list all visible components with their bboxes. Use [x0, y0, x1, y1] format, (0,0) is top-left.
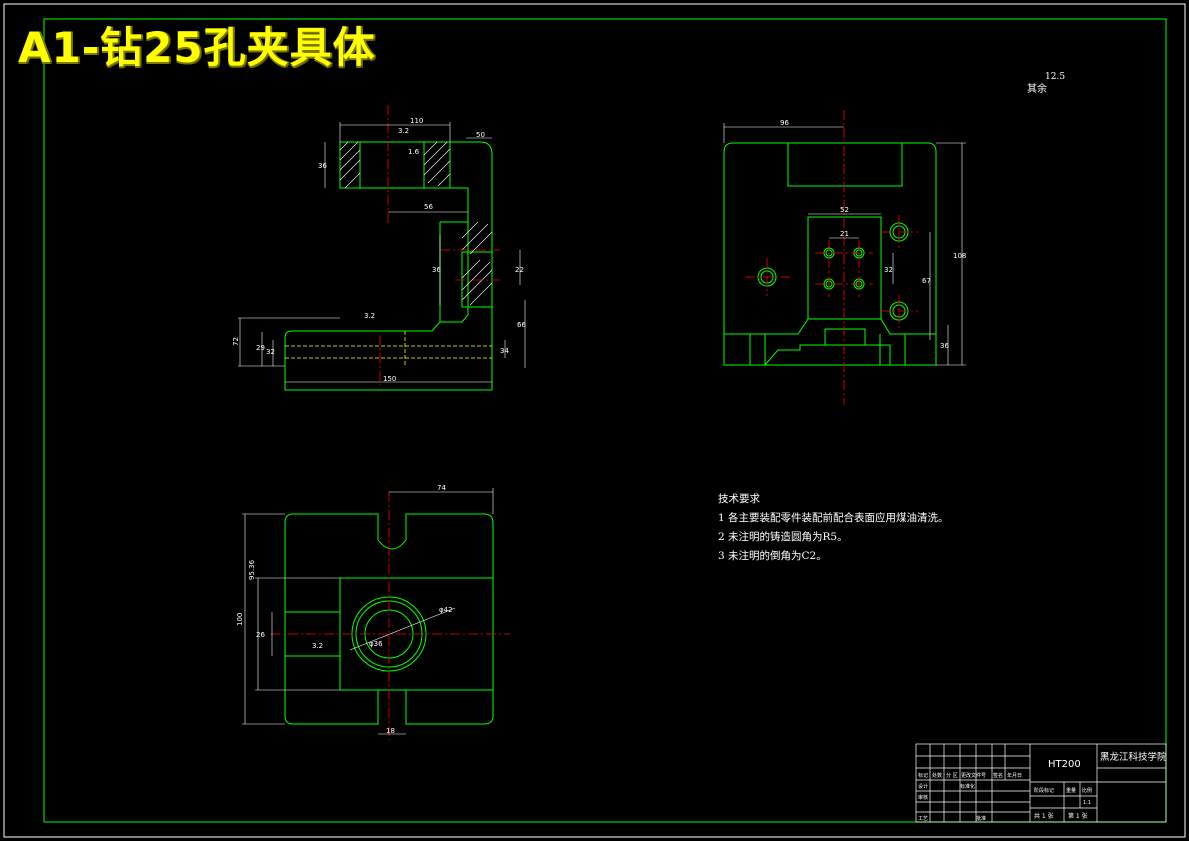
- front-hidden-lines: [285, 331, 492, 365]
- front-dim-hole-l: 36: [432, 266, 441, 274]
- side-dim-top-width: 96: [780, 119, 789, 127]
- technical-requirements: 技术要求 1 各主要装配零件装配前配合表面应用煤油清洗。 2 未注明的铸造圆角为…: [718, 490, 949, 566]
- title-block: [915, 743, 1167, 823]
- scale-value: 1:1: [1083, 800, 1091, 806]
- row-review: 审核: [918, 794, 928, 801]
- row-date: 年月日: [1007, 772, 1022, 779]
- top-dim-dia-a: φ42: [439, 606, 453, 614]
- front-rough-c: 3.2: [364, 312, 375, 320]
- front-dim-right-h: 66: [517, 321, 526, 329]
- row-process: 工艺: [918, 816, 928, 822]
- tech-item: 2 未注明的铸造圆角为R5。: [718, 531, 848, 543]
- sheet-number: 第 1 张: [1068, 812, 1088, 820]
- front-dim-small-c: 34: [500, 347, 509, 355]
- top-dim-small-w: 26: [256, 631, 265, 639]
- title-block-text: HT200 黑龙江科技学院 标记 处数 分 区 更改文件号 签名 年月日 设计 …: [918, 751, 1167, 822]
- top-dim-top-width: 74: [437, 484, 446, 492]
- row-zone: 分 区: [946, 772, 958, 779]
- roughness-label: 其余: [1027, 84, 1047, 95]
- scale-label: 比例: [1082, 787, 1092, 794]
- front-dim-hole-r: 22: [515, 266, 524, 274]
- tech-item: 1 各主要装配零件装配前配合表面应用煤油清洗。: [718, 512, 949, 524]
- side-dim-inner-width: 52: [840, 206, 849, 214]
- top-dim-dia-b: φ36: [369, 640, 383, 648]
- school-name: 黑龙江科技学院: [1100, 751, 1167, 763]
- outer-border: [3, 3, 1186, 838]
- side-dim-right-h2: 67: [922, 277, 931, 285]
- front-dim-small-b: 32: [266, 348, 275, 356]
- side-centerlines: [745, 110, 918, 405]
- top-dim-slot-w: 18: [386, 727, 395, 735]
- front-rough-b: 1.6: [408, 148, 420, 156]
- top-dims: [242, 488, 494, 735]
- drawing-title: A1-钻25孔夹具体: [18, 23, 376, 72]
- row-approve: 批准: [976, 815, 986, 822]
- front-view: [284, 141, 493, 391]
- top-dim-left-h2: 100: [236, 613, 244, 626]
- front-dim-small-a: 29: [256, 344, 265, 352]
- top-dim-left-h1: 95.36: [248, 559, 256, 580]
- row-change: 更改文件号: [961, 772, 986, 779]
- row-count: 处数: [932, 772, 942, 779]
- top-rough: 3.2: [312, 642, 323, 650]
- row-mark: 标记: [918, 772, 928, 779]
- row-standard: 标准化: [960, 783, 975, 790]
- stage-label: 阶段标记: [1034, 787, 1054, 794]
- roughness-value: 12.5: [1045, 72, 1066, 82]
- front-dim-top-right: 50: [476, 131, 485, 139]
- front-dim-side: 36: [318, 162, 327, 170]
- side-dim-hole-spacing: 21: [840, 230, 849, 238]
- front-dim-mid-width: 56: [424, 203, 433, 211]
- front-rough-a: 3.2: [398, 127, 409, 135]
- tech-item: 3 未注明的倒角为C2。: [718, 550, 827, 562]
- front-dim-top-width: 110: [410, 117, 423, 125]
- roughness-note: 其余 12.5: [1027, 72, 1065, 95]
- weight-label: 重量: [1066, 787, 1076, 794]
- side-dims: [723, 123, 966, 366]
- front-dim-text: 110 50 56 150 72 66 29 32 34 36 22 36 3.…: [232, 117, 526, 383]
- material: HT200: [1048, 759, 1081, 770]
- front-dim-left-h: 72: [232, 337, 240, 346]
- side-dim-bottom-h: 36: [940, 342, 949, 350]
- top-dim-text: 74 95.36 100 26 18 φ42 φ36 3.2: [236, 484, 453, 735]
- front-hatch: [339, 141, 493, 306]
- sheet-count: 共 1 张: [1034, 812, 1054, 820]
- inner-frame: [43, 18, 1167, 823]
- front-dims: [238, 122, 526, 383]
- side-view: [723, 142, 937, 366]
- front-dim-bottom-width: 150: [383, 375, 396, 383]
- side-dim-total-h: 108: [953, 252, 966, 260]
- side-dim-right-h1: 32: [884, 266, 893, 274]
- row-design: 设计: [918, 783, 928, 790]
- tech-heading: 技术要求: [718, 493, 760, 505]
- top-centerlines: [270, 492, 510, 740]
- row-sign: 签名: [993, 772, 1003, 779]
- side-dim-text: 96 52 21 32 67 108 36: [780, 119, 966, 350]
